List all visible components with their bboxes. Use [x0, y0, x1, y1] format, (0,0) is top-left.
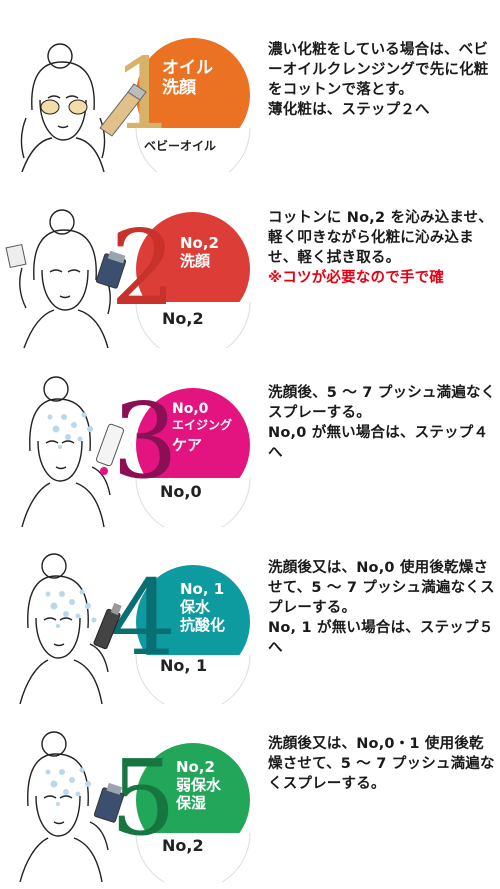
no1-bottle-icon [93, 602, 122, 650]
step-2-title: No,2 洗顔 [180, 234, 219, 270]
step-4-number: 4 [110, 557, 176, 679]
step-4-title: No, 1 保水 抗酸化 [180, 580, 226, 634]
step-2-disc [136, 212, 250, 326]
step-4-disc [136, 565, 250, 679]
step-2: 2 No,2 洗顔 No,2 コットンに No,2 を沁み込ませ、軽く叩きながら… [0, 176, 500, 348]
mist-dots-icon [45, 767, 91, 806]
mist-dots-icon [45, 589, 97, 628]
step-5-title: No,2 弱保水 保湿 [176, 758, 222, 812]
step-4-description: 洗顔後又は、No,0 使用後乾燥させて、5 〜 7 プッシュ満遍なくスプレーする… [268, 560, 495, 656]
step-2-bottom-label: No,2 [162, 309, 204, 328]
step-5-description: 洗顔後又は、No,0・1 使用後乾燥させて、5 〜 7 プッシュ満遍なくスプレー… [268, 736, 495, 792]
step-2-warning: ※コツが必要なので手で確 [268, 270, 444, 286]
face-spray-icon [19, 731, 109, 882]
step-3-title: No,0 エイジング ケア [172, 401, 233, 455]
step-1-illustration: 1 オイル 洗顔 ベビーオイル [0, 0, 270, 172]
face-spray-icon [21, 376, 111, 527]
step-4-illustration: 4 No, 1 保水 抗酸 [0, 532, 270, 704]
step-3-description: 洗顔後、5 〜 7 プッシュ満遍なくスプレーする。 No,0 が無い場合は、ステ… [268, 385, 496, 461]
step-3: 3 No,0 エイジング ケア [0, 355, 500, 527]
step-1-title: オイル 洗顔 [162, 58, 213, 99]
step-3-disc [136, 388, 250, 502]
step-4-bottom-label: No, 1 [160, 656, 208, 675]
step-2-illustration: 2 No,2 洗顔 No,2 [0, 176, 270, 348]
step-1-disc [136, 38, 250, 152]
step-1-bottom-label: ベビーオイル [144, 139, 217, 153]
no0-bottle-icon [95, 423, 125, 475]
step-3-illustration: 3 No,0 エイジング ケア [0, 355, 270, 527]
no2-bottle-icon [93, 782, 125, 823]
step-5-illustration: 5 No,2 弱保水 保湿 [0, 710, 270, 882]
step-5-bottom-label: No,2 [162, 836, 204, 855]
step-5-disc [136, 743, 250, 857]
step-2-description: コットンに No,2 を沁み込ませ、軽く叩きながら化粧に沁み込ませ、軽く拭き取る… [268, 208, 496, 288]
face-cotton-icon [20, 43, 106, 172]
cotton-pad-icon [5, 243, 27, 269]
mist-dots-icon [47, 412, 93, 449]
step-3-number: 3 [112, 380, 178, 502]
step-1-description: 濃い化粧をしている場合は、ベビーオイルクレンジングで先に化粧をコットンで落とす。… [268, 42, 489, 118]
step-3-bottom-label: No,0 [160, 482, 202, 501]
no2-bottle-icon [95, 250, 127, 289]
step-4: 4 No, 1 保水 抗酸 [0, 532, 500, 704]
step-5: 5 No,2 弱保水 保湿 [0, 710, 500, 882]
oil-bottle-icon [99, 83, 147, 137]
face-spray-icon [19, 553, 109, 704]
step-1: 1 オイル 洗顔 ベビーオイル 濃い化粧をし [0, 0, 500, 172]
